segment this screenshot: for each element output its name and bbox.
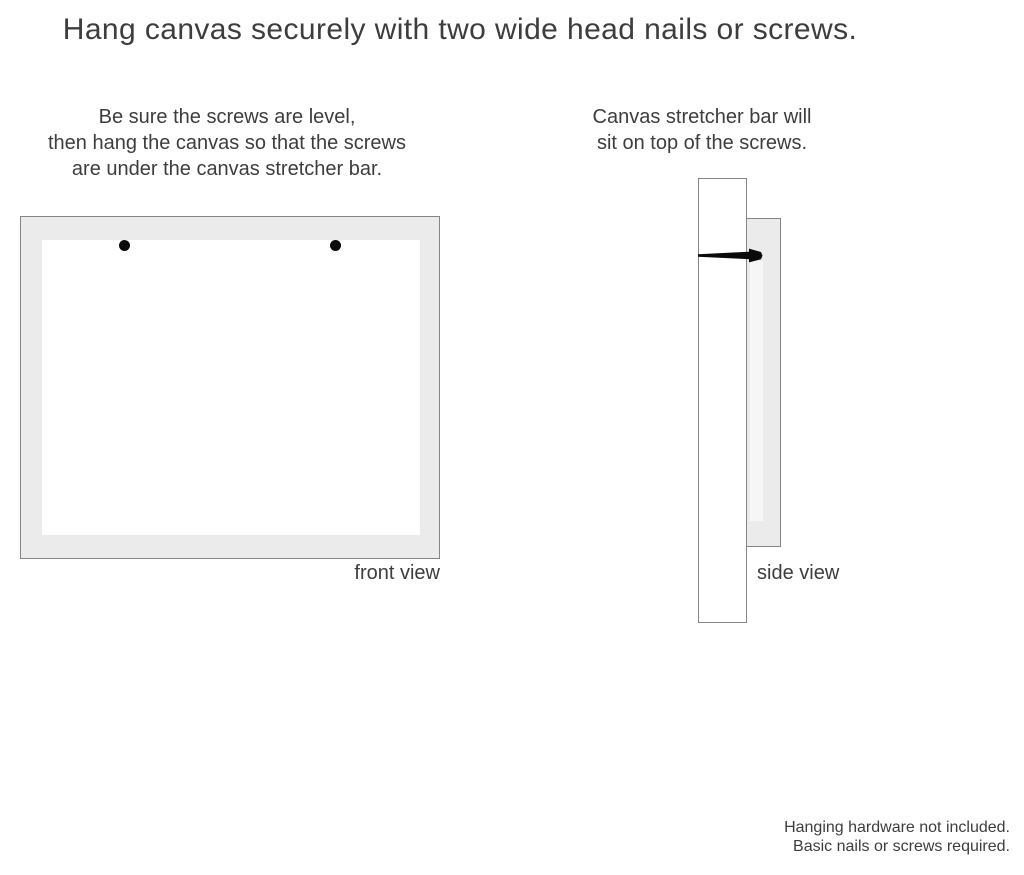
hardware-footnote: Hanging hardware not included. Basic nai…	[710, 818, 1010, 856]
canvas-front-face	[42, 240, 420, 535]
front-view-label: front view	[354, 562, 440, 584]
stretcher-bar-side	[698, 178, 747, 623]
instruction-line: Canvas stretcher bar will	[592, 106, 812, 128]
instruction-line: Be sure the screws are level,	[98, 106, 356, 128]
footnote-line: Hanging hardware not included.	[784, 819, 1010, 836]
canvas-side-inner-strip	[750, 261, 763, 521]
instruction-line: are under the canvas stretcher bar.	[71, 158, 383, 180]
page-title: Hang canvas securely with two wide head …	[62, 13, 858, 46]
nail-head-left-icon	[119, 240, 130, 251]
nail-head-right-icon	[330, 240, 341, 251]
side-view-instructions: Canvas stretcher bar will sit on top of …	[552, 104, 852, 156]
nail-icon	[698, 248, 763, 263]
instruction-line: sit on top of the screws.	[596, 132, 808, 154]
side-view-label: side view	[757, 562, 840, 584]
front-view-instructions: Be sure the screws are level, then hang …	[27, 104, 427, 182]
footnote-line: Basic nails or screws required.	[793, 838, 1010, 855]
instruction-line: then hang the canvas so that the screws	[48, 132, 406, 154]
canvas-side-profile	[746, 218, 781, 547]
